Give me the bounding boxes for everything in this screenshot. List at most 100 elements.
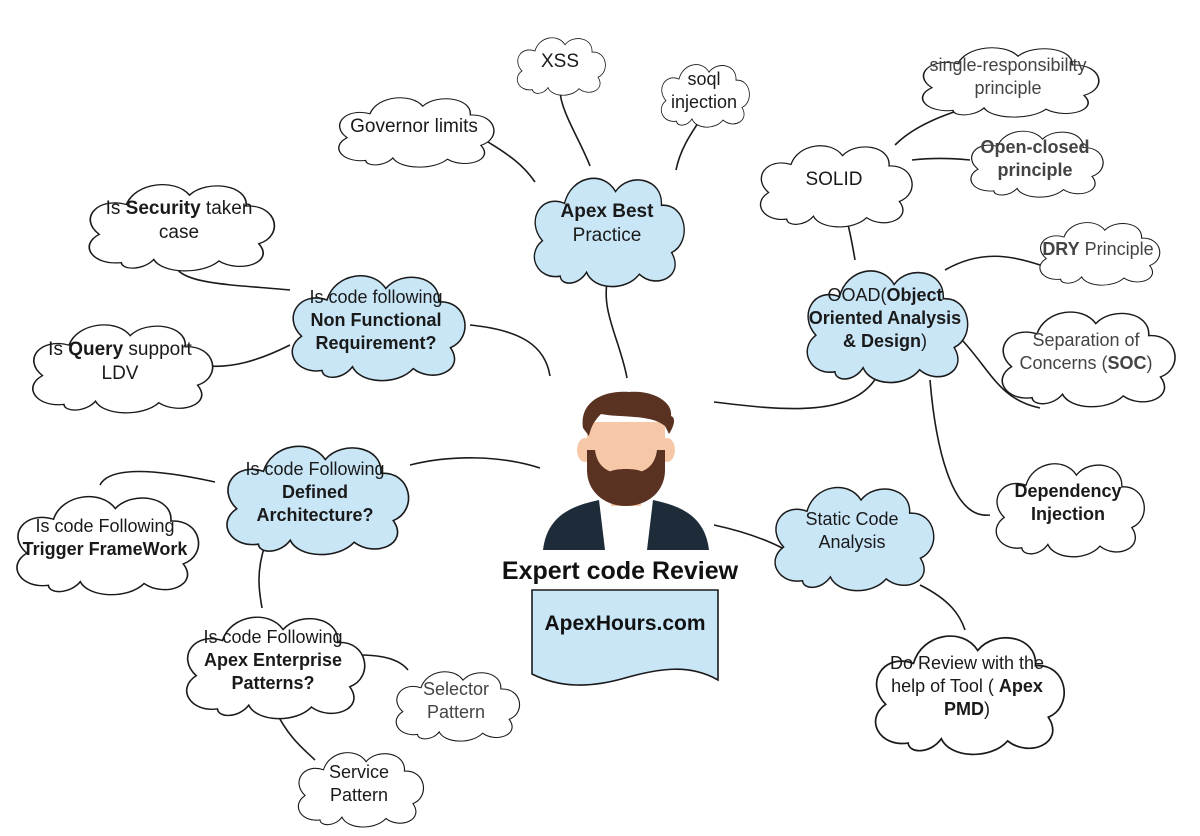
node-non-functional: Is code following Non Functional Require… [278, 258, 474, 382]
pmd-bold1: Apex [998, 675, 1043, 696]
enterprise-line1: Is code Following [203, 626, 343, 647]
node-soc: Separation of Concerns (SOC) [988, 296, 1184, 408]
static-line2: Analysis [818, 532, 886, 552]
cloud-shape-icon [226, 445, 410, 556]
security-bold: Security [125, 198, 201, 219]
soc-bold: SOC [1107, 353, 1147, 373]
node-security: Is Security taken case [74, 170, 284, 272]
selector-line1: Selector [422, 679, 490, 699]
soql-line1: soql [687, 69, 721, 89]
node-dependency-injection: Dependency Injection [984, 448, 1152, 558]
security-post: taken [200, 198, 253, 219]
di-line1: Dependency [1014, 481, 1122, 501]
node-soql-injection: soql injection [654, 54, 754, 128]
nfr-bold1: Non Functional [310, 309, 442, 330]
arch-line1: Is code Following [245, 458, 385, 479]
di-line2: Injection [1030, 504, 1105, 524]
soc-pre: Concerns ( [1019, 353, 1108, 373]
node-static-code-analysis: Static Code Analysis [762, 470, 942, 592]
cloud-shape-icon [1001, 311, 1176, 408]
dry-bold: DRY [1042, 238, 1080, 259]
trigger-bold: Trigger FrameWork [22, 539, 188, 559]
cloud-shape-icon [32, 324, 214, 414]
pmd-line2: help of Tool ( [891, 675, 999, 696]
ooad-pre: OOAD( [827, 284, 887, 305]
apex-best-bold: Apex Best [560, 201, 654, 222]
cloud-shape-icon [291, 275, 466, 382]
enterprise-bold2: Patterns? [231, 672, 315, 693]
arch-bold1: Defined [281, 481, 348, 502]
pmd-line1: Do Review with the [889, 652, 1045, 673]
node-governor-limits: Governor limits [326, 86, 502, 168]
node-selector-pattern: Selector Pattern [386, 660, 526, 742]
selector-line2: Pattern [426, 702, 486, 722]
connector-center-ooad [713, 369, 881, 410]
soc-post: ) [1146, 353, 1153, 373]
cloud-shape-icon [660, 64, 750, 128]
ooad-bold1: Object [886, 284, 943, 305]
connector-center-apex [605, 277, 628, 379]
connector-center-nfr [469, 324, 551, 377]
nfr-bold2: Requirement? [315, 332, 437, 353]
trigger-line1: Is code Following [35, 516, 175, 536]
dry-rest: Principle [1079, 238, 1154, 259]
apex-best-rest: Practice [572, 225, 642, 246]
cloud-shape-icon [297, 752, 424, 828]
cloud-shape-icon [874, 635, 1065, 756]
banner-text: ApexHours.com [544, 612, 706, 635]
connector-arch-enterprise [258, 544, 266, 609]
node-single-responsibility: single-responsibility principle [908, 36, 1108, 118]
document-banner-icon [531, 589, 719, 686]
cloud-shape-icon [806, 270, 969, 384]
cloud-shape-icon [516, 37, 606, 96]
cloud-shape-icon [970, 130, 1104, 198]
cloud-shape-icon [88, 184, 276, 272]
cloud-shape-icon [921, 47, 1100, 118]
solid-text: SOLID [805, 169, 863, 190]
cloud-shape-icon [533, 177, 685, 288]
cloud-shape-icon [774, 486, 935, 592]
ooad-bold2: Oriented Analysis [808, 307, 962, 328]
governor-text: Governor limits [350, 116, 478, 137]
node-trigger-framework: Is code Following Trigger FrameWork [2, 480, 208, 596]
query-bold: Query [68, 339, 124, 360]
node-open-closed: Open-closed principle [960, 120, 1110, 198]
node-query-ldv: Is Query support LDV [18, 310, 222, 414]
ooad-bold3: & Design [842, 330, 921, 351]
static-line1: Static Code [805, 509, 899, 529]
open-closed-line1: Open-closed [980, 137, 1090, 157]
xss-text: XSS [540, 51, 580, 72]
nfr-line1: Is code following [309, 286, 443, 307]
query-post: support [123, 339, 192, 360]
query-pre: Is [48, 339, 69, 360]
service-line2: Pattern [329, 785, 389, 805]
connector-ent-selector [359, 654, 409, 671]
developer-avatar-icon [543, 391, 709, 550]
connector-center-arch [409, 457, 541, 469]
cloud-shape-icon [1039, 222, 1161, 286]
cloud-shape-icon [338, 97, 495, 168]
cloud-shape-icon [995, 463, 1145, 558]
pmd-post: ) [983, 698, 990, 719]
node-apex-best-practice: Apex Best Practice [522, 160, 692, 288]
single-line2: principle [974, 78, 1042, 98]
pmd-bold2: PMD [943, 698, 984, 719]
enterprise-bold1: Apex Enterprise [203, 649, 343, 670]
node-defined-architecture: Is code Following Defined Architecture? [212, 428, 418, 556]
node-enterprise-patterns: Is code Following Apex Enterprise Patter… [172, 600, 374, 720]
node-apex-pmd: Do Review with the help of Tool ( Apex P… [860, 616, 1074, 756]
diagram-title: Expert code Review [501, 557, 739, 585]
ooad-post: ) [921, 330, 927, 351]
node-solid: SOLID [748, 132, 920, 228]
node-xss: XSS [510, 28, 610, 96]
open-closed-line2: principle [997, 160, 1073, 180]
arch-bold2: Architecture? [256, 504, 374, 525]
cloud-shape-icon [16, 495, 200, 596]
security-line2: case [158, 222, 200, 243]
connector-static-pmd [919, 584, 966, 631]
node-service-pattern: Service Pattern [288, 740, 430, 828]
single-line1: single-responsibility [929, 55, 1087, 75]
node-ooad: OOAD(Object Oriented Analysis & Design) [794, 252, 976, 384]
